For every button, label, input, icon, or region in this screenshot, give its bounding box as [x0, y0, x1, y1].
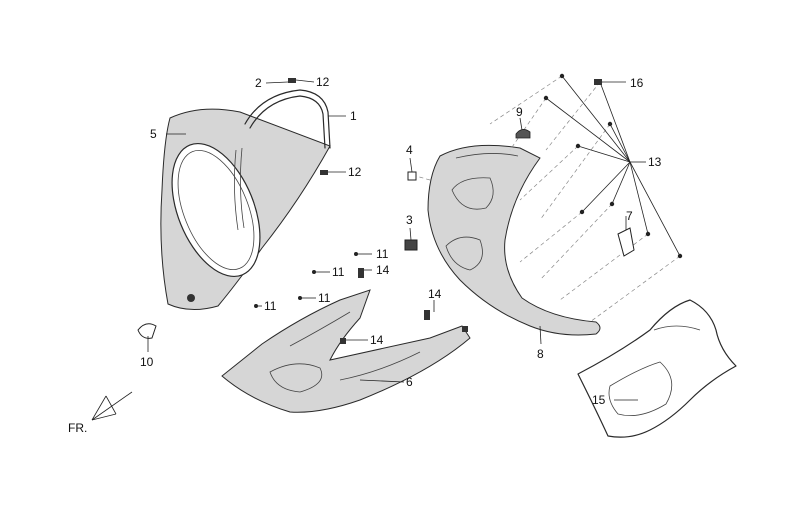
callout-10: 10: [140, 355, 154, 369]
screw-points: [543, 73, 683, 259]
callout-12-top: 12: [316, 75, 330, 89]
callout-13-fan: [545, 75, 681, 257]
callout-14-a: 14: [376, 263, 390, 277]
callout-11-d: 11: [264, 299, 277, 313]
callout-13: 13: [648, 155, 662, 169]
callout-labels: 2 12 1 5 12 4 3 9 16 13 7 8 10 11 11 11 …: [68, 75, 662, 435]
inner-frame-part: [234, 89, 331, 231]
callout-14-c: 14: [370, 333, 384, 347]
assembly-guide-lines: [415, 75, 681, 323]
callout-1: 1: [350, 109, 357, 123]
hardware-parts: [137, 78, 635, 344]
inner-leg-shield-part: [427, 144, 601, 336]
floor-panel-part: [221, 289, 471, 413]
callout-8: 8: [537, 347, 544, 361]
callout-7: 7: [626, 209, 633, 223]
floor-mat-part: [577, 299, 737, 438]
callout-5: 5: [150, 127, 157, 141]
front-direction-arrow: [91, 391, 133, 421]
callout-11-b: 11: [332, 265, 345, 279]
callout-15: 15: [592, 393, 606, 407]
callout-2: 2: [255, 76, 262, 90]
callout-11-c: 11: [318, 291, 331, 305]
callout-9: 9: [516, 105, 523, 119]
callout-4: 4: [406, 143, 413, 157]
callout-14-b: 14: [428, 287, 442, 301]
front-direction-label: FR.: [68, 421, 87, 435]
front-shield-part: [160, 108, 331, 310]
callout-11-a: 11: [376, 247, 389, 261]
callout-6: 6: [406, 375, 413, 389]
callout-16: 16: [630, 76, 644, 90]
leader-lines: [147, 79, 638, 401]
callout-3: 3: [406, 213, 413, 227]
callout-12-side: 12: [348, 165, 362, 179]
